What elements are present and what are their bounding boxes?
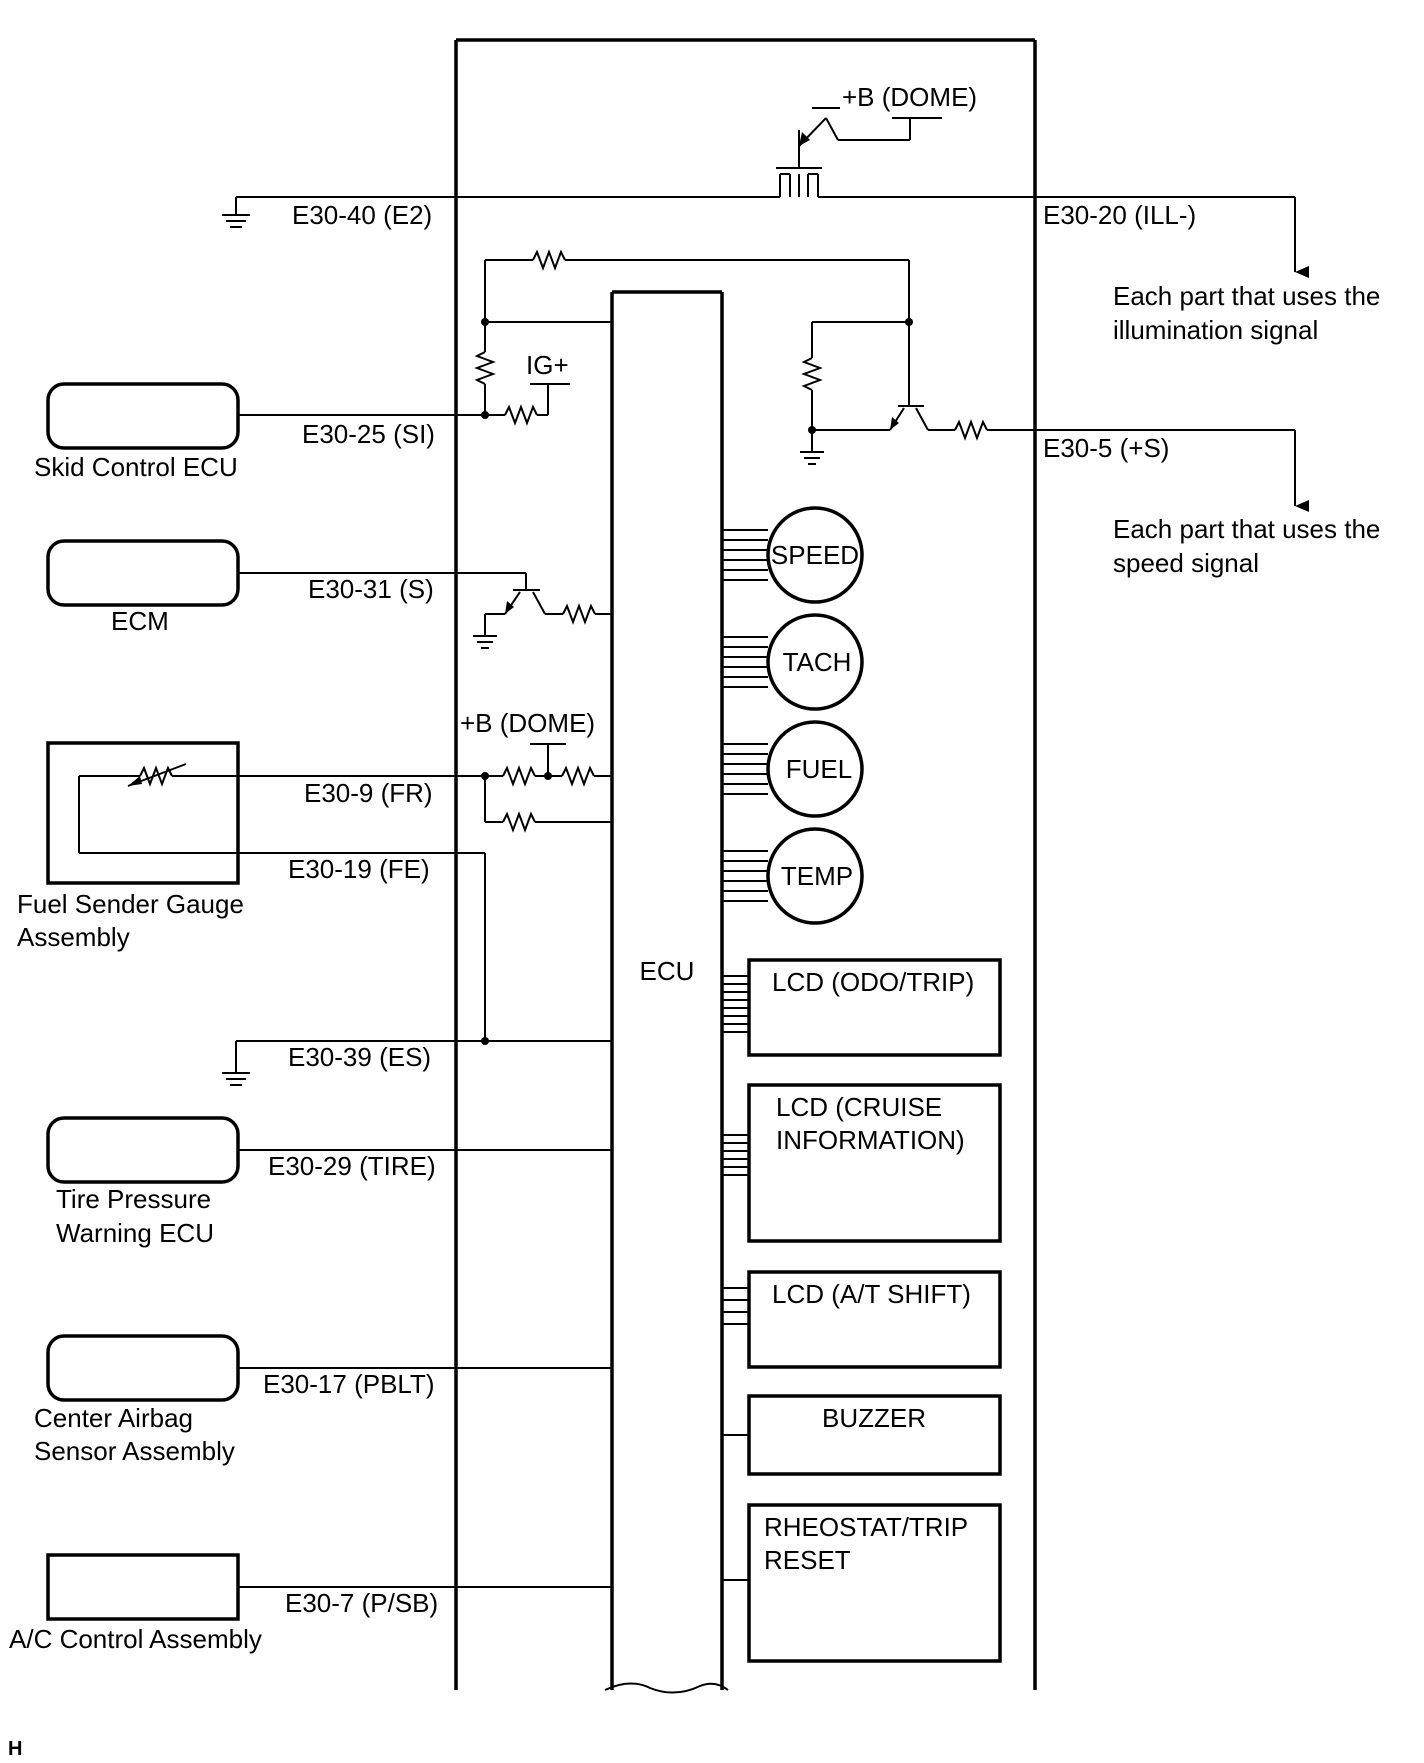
- corner-mark: H: [8, 1738, 22, 1760]
- terminal-e2: E30-40 (E2): [292, 200, 432, 230]
- tire-pressure-ecu-box: [46, 1116, 240, 1184]
- lcd-cruise-information: LCD (CRUISE INFORMATION): [722, 1083, 1002, 1243]
- fuel-sender-label-line1: Fuel Sender Gauge: [17, 889, 244, 919]
- lcd-cruise-label-line2: INFORMATION): [776, 1125, 965, 1155]
- illumination-output-line1: Each part that uses the: [1113, 281, 1380, 311]
- speed-output-line1: Each part that uses the: [1113, 514, 1380, 544]
- ecu-label: ECU: [640, 956, 695, 986]
- terminal-es: E30-39 (ES): [288, 1042, 431, 1072]
- lcd-at-shift-label: LCD (A/T SHIFT): [772, 1279, 971, 1309]
- buzzer-label: BUZZER: [822, 1403, 926, 1433]
- center-airbag-box: [46, 1334, 240, 1402]
- ecm-box: [46, 539, 240, 607]
- skid-control-ecu-box: [46, 382, 240, 450]
- ecu-block: ECU: [604, 290, 729, 1694]
- terminal-psb: E30-7 (P/SB): [285, 1588, 438, 1618]
- rheostat-trip-reset: RHEOSTAT/TRIP RESET: [722, 1503, 1002, 1663]
- terminal-fe: E30-19 (FE): [288, 854, 430, 884]
- terminal-fr: E30-9 (FR): [304, 778, 433, 808]
- center-airbag-label-line1: Center Airbag: [34, 1403, 193, 1433]
- center-airbag-label-line2: Sensor Assembly: [34, 1436, 235, 1466]
- gauge-tach-label: TACH: [783, 647, 852, 677]
- terminal-s: E30-31 (S): [308, 574, 434, 604]
- gauge-speed: SPEED: [722, 506, 864, 604]
- ac-control-box: [46, 1553, 240, 1621]
- dome-supply-top: +B (DOME): [842, 82, 977, 112]
- ecm-label: ECM: [111, 606, 169, 636]
- es-ground: [222, 1037, 612, 1086]
- terminal-si: E30-25 (SI): [302, 419, 435, 449]
- tire-pressure-label-line1: Tire Pressure: [56, 1184, 211, 1214]
- rheostat-label-line2: RESET: [764, 1545, 851, 1575]
- lcd-odo-trip-label: LCD (ODO/TRIP): [772, 967, 974, 997]
- gauge-fuel: FUEL: [722, 720, 864, 818]
- tire-pressure-label-line2: Warning ECU: [56, 1218, 214, 1248]
- buzzer: BUZZER: [722, 1394, 1002, 1476]
- meter-frame: [454, 38, 1037, 1690]
- gauge-fuel-label: FUEL: [786, 754, 852, 784]
- ig-supply: IG+: [526, 350, 569, 380]
- illumination-circuit: +B (DOME): [222, 82, 1309, 278]
- speed-output-line2: speed signal: [1113, 548, 1259, 578]
- fuel-sender-box: [46, 741, 240, 885]
- dome-supply-mid: +B (DOME): [460, 708, 595, 738]
- fuel-sender-circuit: [78, 743, 612, 1041]
- skid-control-ecu-label: Skid Control ECU: [34, 452, 238, 482]
- gauge-temp: TEMP: [722, 827, 864, 925]
- terminal-pblt: E30-17 (PBLT): [263, 1369, 434, 1399]
- illumination-output-line2: illumination signal: [1113, 315, 1318, 345]
- terminal-plus-s: E30-5 (+S): [1043, 433, 1169, 463]
- gauge-tach: TACH: [722, 613, 864, 711]
- ecm-input-circuit: [473, 573, 612, 649]
- ground-icon: [222, 197, 250, 228]
- gauge-speed-label: SPEED: [771, 540, 859, 570]
- terminal-ill: E30-20 (ILL-): [1043, 200, 1196, 230]
- terminal-tire: E30-29 (TIRE): [268, 1151, 436, 1181]
- ac-control-label: A/C Control Assembly: [9, 1624, 262, 1654]
- rheostat-label-line1: RHEOSTAT/TRIP: [764, 1512, 968, 1542]
- gauge-temp-label: TEMP: [781, 861, 853, 891]
- fuel-sender-label-line2: Assembly: [17, 922, 130, 952]
- lcd-odo-trip: LCD (ODO/TRIP): [722, 958, 1002, 1057]
- lcd-at-shift: LCD (A/T SHIFT): [722, 1270, 1002, 1369]
- lcd-cruise-label-line1: LCD (CRUISE: [776, 1092, 942, 1122]
